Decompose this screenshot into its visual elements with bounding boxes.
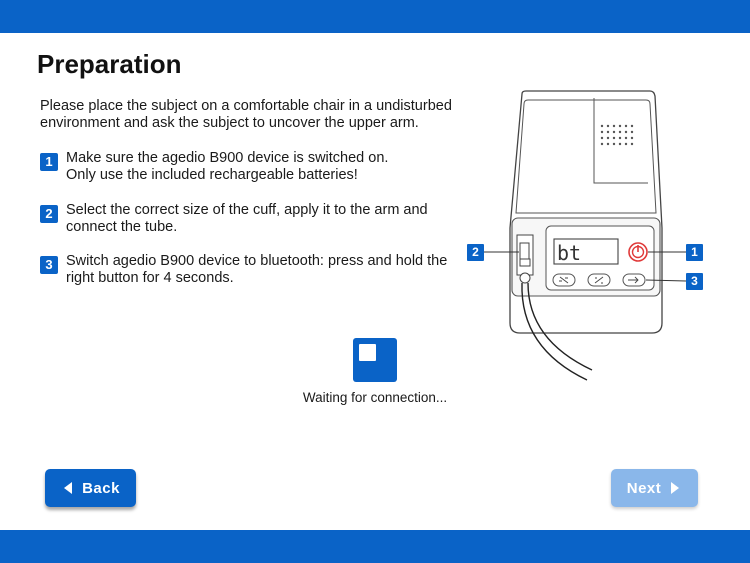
step-1-line-1: Make sure the agedio B900 device is swit… (66, 150, 389, 166)
arrow-right-icon (671, 482, 680, 494)
top-header-bar (0, 0, 750, 33)
device-illustration: bt (484, 90, 687, 381)
callout-1: 1 (686, 244, 703, 261)
display-text: bt (557, 241, 581, 265)
step-text: Switch agedio B900 device to bluetooth: … (66, 253, 448, 286)
step-text: Select the correct size of the cuff, app… (66, 202, 428, 235)
step-number-badge: 3 (40, 256, 58, 274)
connection-status-text: Waiting for connection... (302, 390, 448, 405)
step-1-line-2: Only use the included rechargeable batte… (66, 167, 358, 183)
step-3: 3 Switch agedio B900 device to bluetooth… (40, 253, 460, 287)
intro-text: Please place the subject on a comfortabl… (40, 98, 452, 131)
loading-square-icon (353, 338, 397, 382)
next-button[interactable]: Next (611, 469, 698, 507)
back-button-label: Back (82, 479, 120, 497)
back-button[interactable]: Back (45, 469, 136, 507)
step-number-badge: 2 (40, 205, 58, 223)
step-1: 1 Make sure the agedio B900 device is sw… (40, 150, 460, 184)
bottom-footer-bar (0, 530, 750, 563)
next-button-label: Next (626, 479, 662, 497)
callout-3: 3 (686, 273, 703, 290)
page-title: Preparation (37, 49, 182, 79)
callout-2: 2 (467, 244, 484, 261)
step-number-badge: 1 (40, 153, 58, 171)
arrow-left-icon (64, 482, 73, 494)
step-text: Make sure the agedio B900 device is swit… (66, 150, 460, 184)
step-2: 2 Select the correct size of the cuff, a… (40, 202, 460, 236)
